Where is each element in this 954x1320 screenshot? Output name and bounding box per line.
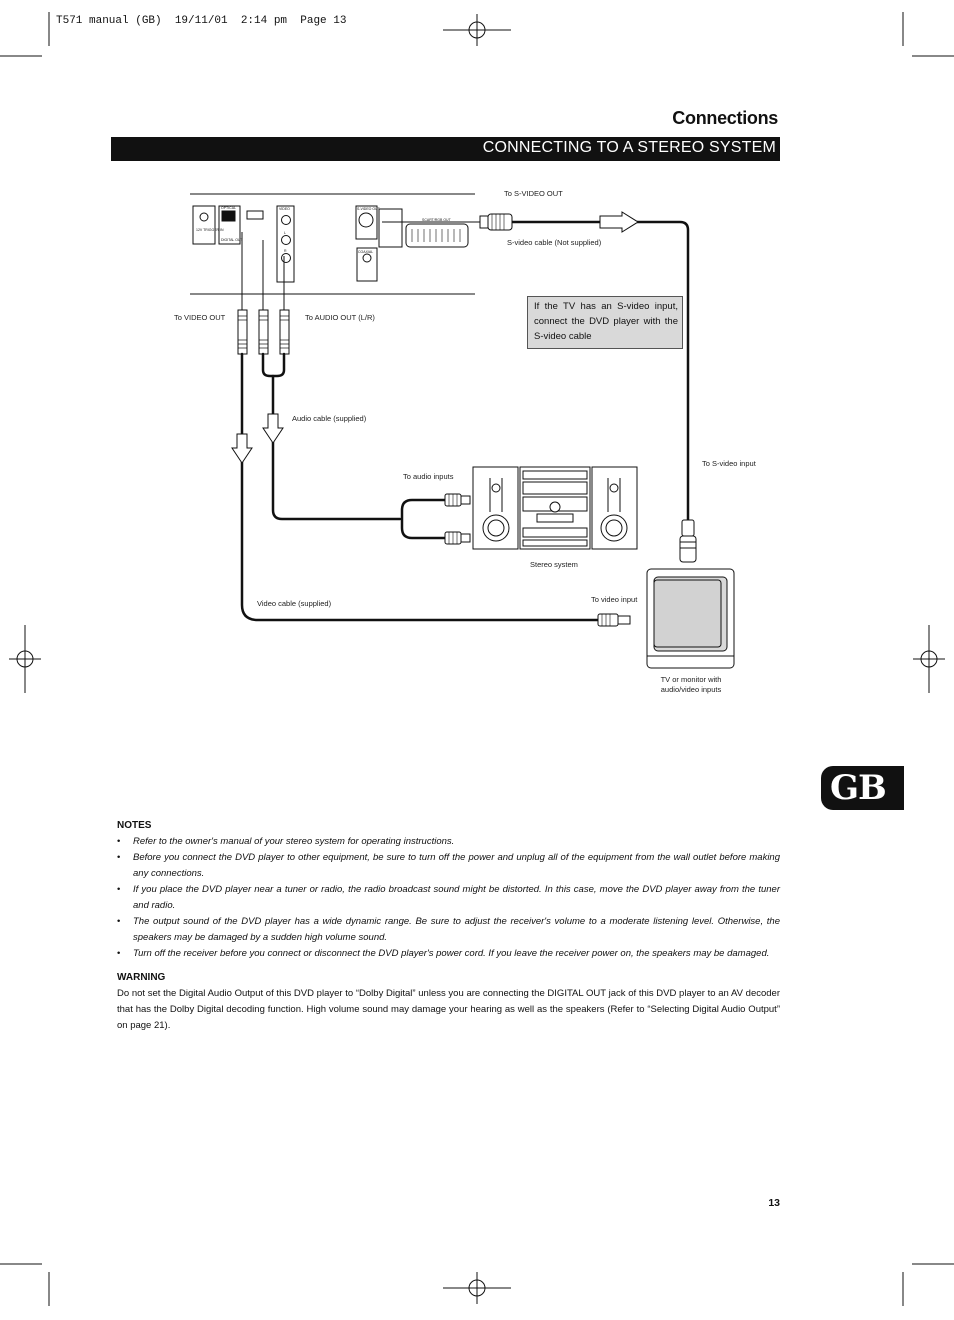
rca-plugs	[237, 232, 290, 355]
panel-label-audio-l: L	[284, 231, 286, 235]
rca-plug-tv	[597, 613, 631, 627]
label-tv-line1: TV or monitor with	[661, 675, 722, 684]
note-item: The output sound of the DVD player has a…	[117, 914, 780, 946]
label-to-audio-out: To AUDIO OUT (L/R)	[305, 313, 375, 322]
label-to-video-out: To VIDEO OUT	[174, 313, 226, 322]
cables	[240, 220, 690, 622]
label-audio-cable: Audio cable (supplied)	[292, 414, 367, 423]
notes-heading: NOTES	[117, 820, 152, 831]
panel-label-video: VIDEO	[279, 207, 290, 211]
page-heading-bar: CONNECTING TO A STEREO SYSTEM	[111, 137, 780, 161]
section-title: Connections	[672, 108, 778, 128]
panel-label-s-video: S-VIDEO OUT	[357, 207, 381, 211]
tv-monitor	[646, 568, 735, 669]
label-tv-line2: audio/video inputs	[661, 685, 722, 694]
label-video-cable: Video cable (supplied)	[257, 599, 332, 608]
label-to-s-video-input: To S-video input	[702, 459, 757, 468]
label-stereo-system: Stereo system	[530, 560, 578, 569]
connection-diagram: 12V TRIGGER IN OPTICAL DIGITAL OUT VIDEO…	[174, 189, 757, 694]
s-video-tip-box: If the TV has an S-video input, connect …	[527, 296, 683, 349]
panel-label-audio-r: R	[284, 249, 287, 253]
notes-list: Refer to the owner's manual of your ster…	[117, 834, 780, 962]
note-item: Turn off the receiver before you connect…	[117, 946, 780, 962]
label-to-s-video-out: To S-VIDEO OUT	[504, 189, 563, 198]
panel-label-scart: SCART/RGB OUT	[422, 218, 452, 222]
page-heading: CONNECTING TO A STEREO SYSTEM	[482, 139, 776, 156]
s-video-plug-tv	[679, 519, 697, 563]
label-to-audio-inputs: To audio inputs	[403, 472, 454, 481]
note-item: If you place the DVD player near a tuner…	[117, 882, 780, 914]
language-tab: GB	[821, 766, 904, 810]
language-tab-label: GB	[830, 768, 887, 808]
note-item: Refer to the owner's manual of your ster…	[117, 834, 780, 850]
warning-heading: WARNING	[117, 972, 166, 983]
print-slug: T571 manual (GB) 19/11/01 2:14 pm Page 1…	[56, 15, 347, 27]
notes-section: NOTES Refer to the owner's manual of you…	[117, 818, 780, 1034]
stereo-system	[472, 466, 638, 550]
label-s-video-cable: S-video cable (Not supplied)	[507, 238, 602, 247]
panel-label-optical: OPTICAL	[221, 206, 236, 210]
rca-plugs-stereo	[444, 493, 471, 545]
dvd-rear-panel	[190, 193, 475, 295]
panel-label-on-ext: 12V TRIGGER IN	[196, 228, 224, 232]
arrow-icon	[231, 211, 639, 464]
note-item: Before you connect the DVD player to oth…	[117, 850, 780, 882]
page-number: 13	[768, 1197, 780, 1209]
s-video-plug	[382, 213, 513, 231]
label-to-video-input: To video input	[591, 595, 638, 604]
panel-label-digital-out: DIGITAL OUT	[221, 238, 243, 242]
warning-text: Do not set the Digital Audio Output of t…	[117, 988, 780, 1031]
panel-label-coaxial: COAXIAL	[358, 250, 373, 254]
